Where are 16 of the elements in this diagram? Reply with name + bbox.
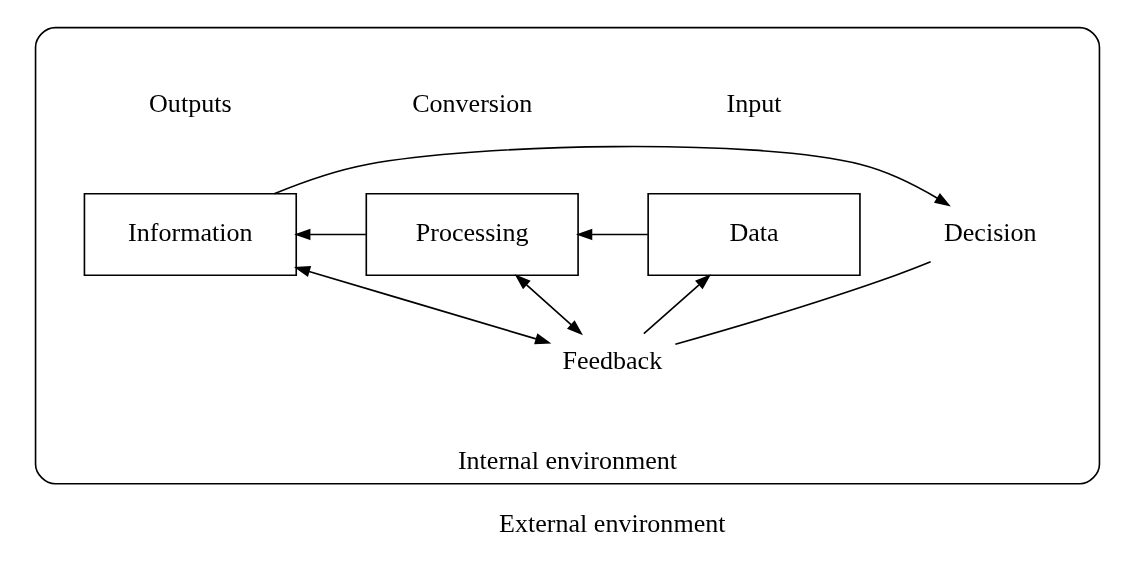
node-box: Processing	[364, 192, 579, 277]
arrow	[293, 228, 367, 241]
arrow	[642, 274, 711, 335]
label: Conversion	[411, 88, 532, 118]
node-text: Decision	[943, 217, 1037, 247]
node-text: Feedback	[561, 346, 662, 376]
label: External environment	[498, 509, 725, 539]
connector	[674, 261, 931, 346]
arrow	[293, 266, 551, 345]
label: Outputs	[148, 88, 232, 118]
arrow	[575, 228, 649, 241]
node-box: Data	[646, 192, 861, 277]
arrow	[272, 145, 951, 207]
arrow	[514, 274, 583, 336]
node-box: Information	[83, 192, 297, 277]
label: Input	[726, 88, 782, 118]
